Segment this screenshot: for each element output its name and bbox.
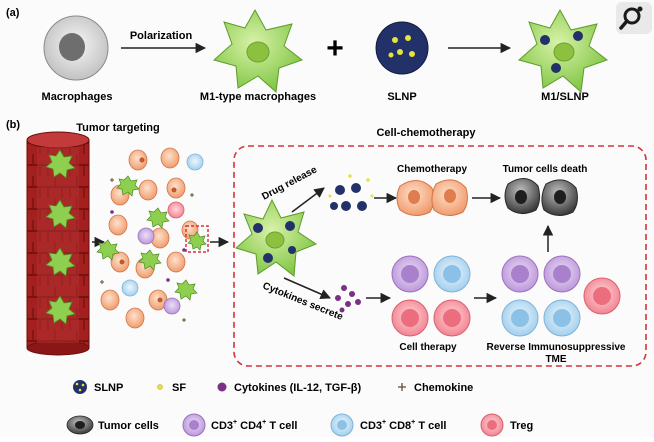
cell-chemotherapy-label: Cell-chemotherapy xyxy=(376,127,476,139)
legend-slnp-icon xyxy=(73,380,87,394)
tumor-microenvironment-cluster xyxy=(96,147,209,329)
cell-therapy-label: Cell therapy xyxy=(399,342,457,353)
label-macrophages: Macrophages xyxy=(42,91,113,103)
legend-cd8-label: CD3+ CD8+ T cell xyxy=(360,419,446,432)
panel-a-label: (a) xyxy=(6,7,20,19)
m1-slnp-cell xyxy=(517,8,609,94)
legend-tumor-label: Tumor cells xyxy=(98,420,159,432)
legend-chemokine-icon xyxy=(398,383,406,391)
label-slnp: SLNP xyxy=(387,91,416,103)
reverse-tme-label-2: TME xyxy=(545,354,566,365)
reverse-tme-label-1: Reverse Immunosuppressive xyxy=(487,342,626,353)
drug-release-label: Drug release xyxy=(260,164,319,202)
label-m1-slnp: M1/SLNP xyxy=(541,91,589,103)
chemotherapy-label: Chemotherapy xyxy=(397,164,467,175)
label-m1-macrophages: M1-type macrophages xyxy=(200,91,316,103)
released-slnp-particles xyxy=(330,183,367,211)
dead-tumor-cells xyxy=(504,178,578,216)
legend-cytokine-icon xyxy=(217,382,227,392)
secreted-cytokines xyxy=(335,285,361,313)
cell-therapy-tcells xyxy=(391,255,471,337)
legend-treg-label: Treg xyxy=(510,420,533,432)
tumor-death-label: Tumor cells death xyxy=(503,164,588,175)
legend-chemokine-label: Chemokine xyxy=(414,382,473,394)
slnp-particle xyxy=(375,21,429,75)
magnifier-icon[interactable] xyxy=(616,2,652,34)
legend-sf-label: SF xyxy=(172,382,186,394)
legend-cd4-label: CD3+ CD4+ T cell xyxy=(211,419,297,432)
drug-release-arrow xyxy=(291,187,325,213)
plus-sign: + xyxy=(326,32,344,65)
legend-sf-icon xyxy=(157,384,163,390)
blood-vessel xyxy=(26,131,90,356)
legend-slnp-label: SLNP xyxy=(94,382,123,394)
cell-chemotherapy-box xyxy=(233,145,647,367)
chemo-tumor-cells xyxy=(396,179,468,216)
macrophage-cell xyxy=(43,15,109,81)
cytokine-arrow xyxy=(283,277,331,300)
tumor-targeting-label: Tumor targeting xyxy=(76,122,160,134)
polarization-label: Polarization xyxy=(130,30,193,42)
panel-b-label: (b) xyxy=(6,119,20,131)
m1-macrophage-cell xyxy=(212,8,304,94)
zoomed-m1-slnp-cell xyxy=(234,198,318,277)
reverse-tme-tcells xyxy=(501,255,621,337)
legend-cytokine-label: Cytokines (IL-12, TGF-β) xyxy=(234,382,361,394)
vessel-m1-cells xyxy=(45,149,76,325)
legend: SLNP SF Cytokines (IL-12, TGF-β) Chemoki… xyxy=(66,380,533,437)
